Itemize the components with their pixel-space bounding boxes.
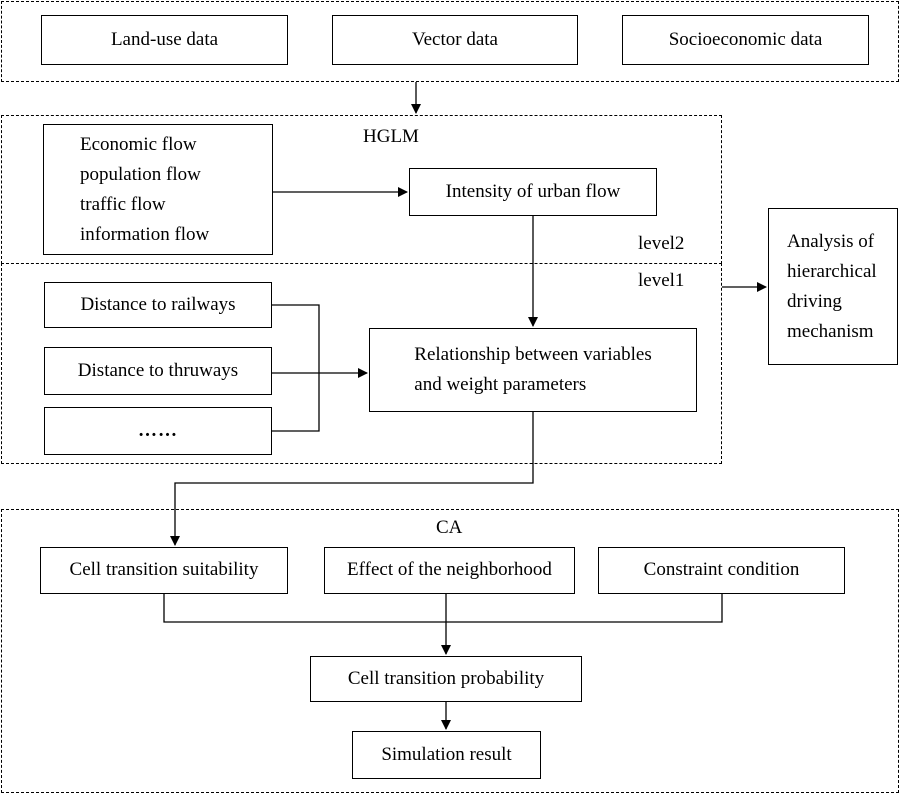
cell-suitability-label: Cell transition suitability [69, 559, 259, 581]
neighborhood-box: Effect of the neighborhood [324, 547, 575, 594]
ellipsis-label: …… [138, 419, 178, 441]
distance-railways-label: Distance to railways [80, 293, 236, 315]
hglm-level2-group [1, 115, 722, 264]
analysis-line2: hierarchical [787, 260, 877, 282]
probability-box: Cell transition probability [310, 656, 582, 702]
relationship-line1: Relationship between variables [414, 344, 652, 365]
simulation-result-box: Simulation result [352, 731, 541, 779]
level2-label: level2 [638, 233, 685, 254]
simulation-result-label: Simulation result [381, 743, 512, 765]
land-use-data-label: Land-use data [110, 28, 219, 50]
distance-thruways-box: Distance to thruways [44, 347, 272, 395]
analysis-line3: driving [787, 290, 842, 312]
traffic-flow-label: traffic flow [80, 193, 166, 215]
distance-thruways-label: Distance to thruways [77, 359, 239, 381]
intensity-label: Intensity of urban flow [445, 180, 621, 202]
land-use-data-box: Land-use data [41, 15, 288, 65]
constraint-box: Constraint condition [598, 547, 845, 594]
data-sources-group [1, 1, 899, 82]
information-flow-label: information flow [80, 223, 210, 245]
analysis-line4: mechanism [787, 320, 874, 342]
intensity-box: Intensity of urban flow [409, 168, 657, 216]
vector-data-label: Vector data [412, 28, 498, 50]
cell-suitability-box: Cell transition suitability [40, 547, 288, 594]
constraint-label: Constraint condition [643, 559, 800, 581]
more-variables-box: …… [44, 407, 272, 455]
hglm-title: HGLM [363, 126, 419, 147]
socioeconomic-data-box: Socioeconomic data [622, 15, 869, 65]
population-flow-label: population flow [80, 163, 201, 185]
level1-label: level1 [638, 270, 685, 291]
economic-flow-label: Economic flow [80, 133, 197, 155]
neighborhood-label: Effect of the neighborhood [347, 559, 552, 581]
relationship-box: Relationship between variables and weigh… [369, 328, 697, 412]
ca-title: CA [436, 517, 463, 538]
analysis-line1: Analysis of [787, 230, 875, 252]
flows-box: Economic flow population flow traffic fl… [43, 124, 273, 255]
socioeconomic-data-label: Socioeconomic data [668, 28, 823, 50]
analysis-box: Analysis of hierarchical driving mechani… [768, 208, 898, 365]
relationship-line2: and weight parameters [414, 374, 587, 395]
probability-label: Cell transition probability [347, 667, 545, 689]
vector-data-box: Vector data [332, 15, 578, 65]
distance-railways-box: Distance to railways [44, 282, 272, 328]
